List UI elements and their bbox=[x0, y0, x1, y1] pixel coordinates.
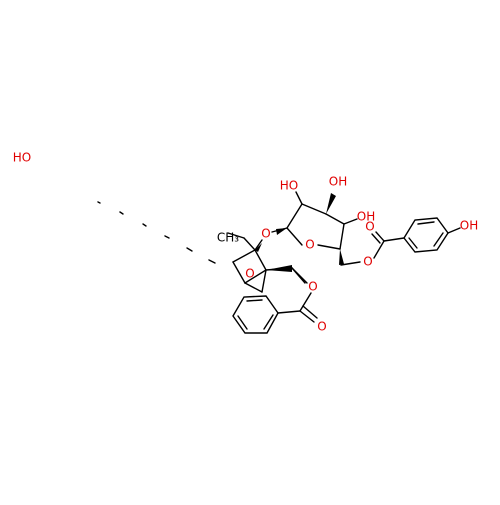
sugar-hydroxyl-1-label: HO bbox=[280, 179, 298, 193]
cage-core-bonds bbox=[227, 232, 306, 293]
carbonyl-oxygen-2-label: O bbox=[317, 320, 326, 334]
wedge-bond-anomeric bbox=[276, 228, 287, 235]
phenol-hydroxyl-label: OH bbox=[460, 219, 478, 233]
wedge-bond-ch2 bbox=[339, 249, 344, 265]
wedge-bond-oh-2 bbox=[326, 193, 336, 214]
glycosidic-oxygen-label: O bbox=[261, 227, 270, 241]
wedge-bond-2 bbox=[266, 265, 292, 272]
hydroxyphenyl-ring bbox=[403, 217, 449, 253]
benzene-ring bbox=[232, 295, 279, 334]
sugar-ring bbox=[286, 203, 345, 250]
ester-oxygen-2-label: O bbox=[308, 280, 317, 294]
bridge-oxygen-label: O bbox=[245, 267, 254, 281]
ring-oxygen-label: O bbox=[305, 238, 314, 252]
wedge-bond-1 bbox=[255, 243, 262, 252]
hashed-bond-to-hydroxyl bbox=[97, 201, 216, 264]
sugar-hydroxyl-3-label: OH bbox=[357, 210, 375, 224]
ester-oxygen-1-label: O bbox=[363, 255, 372, 269]
carbonyl-oxygen-1-label: O bbox=[365, 220, 374, 234]
sugar-hydroxyl-2-label: OH bbox=[329, 175, 347, 189]
far-hydroxyl-label: HO bbox=[13, 151, 31, 165]
methyl-label: CH₃ bbox=[217, 231, 239, 245]
